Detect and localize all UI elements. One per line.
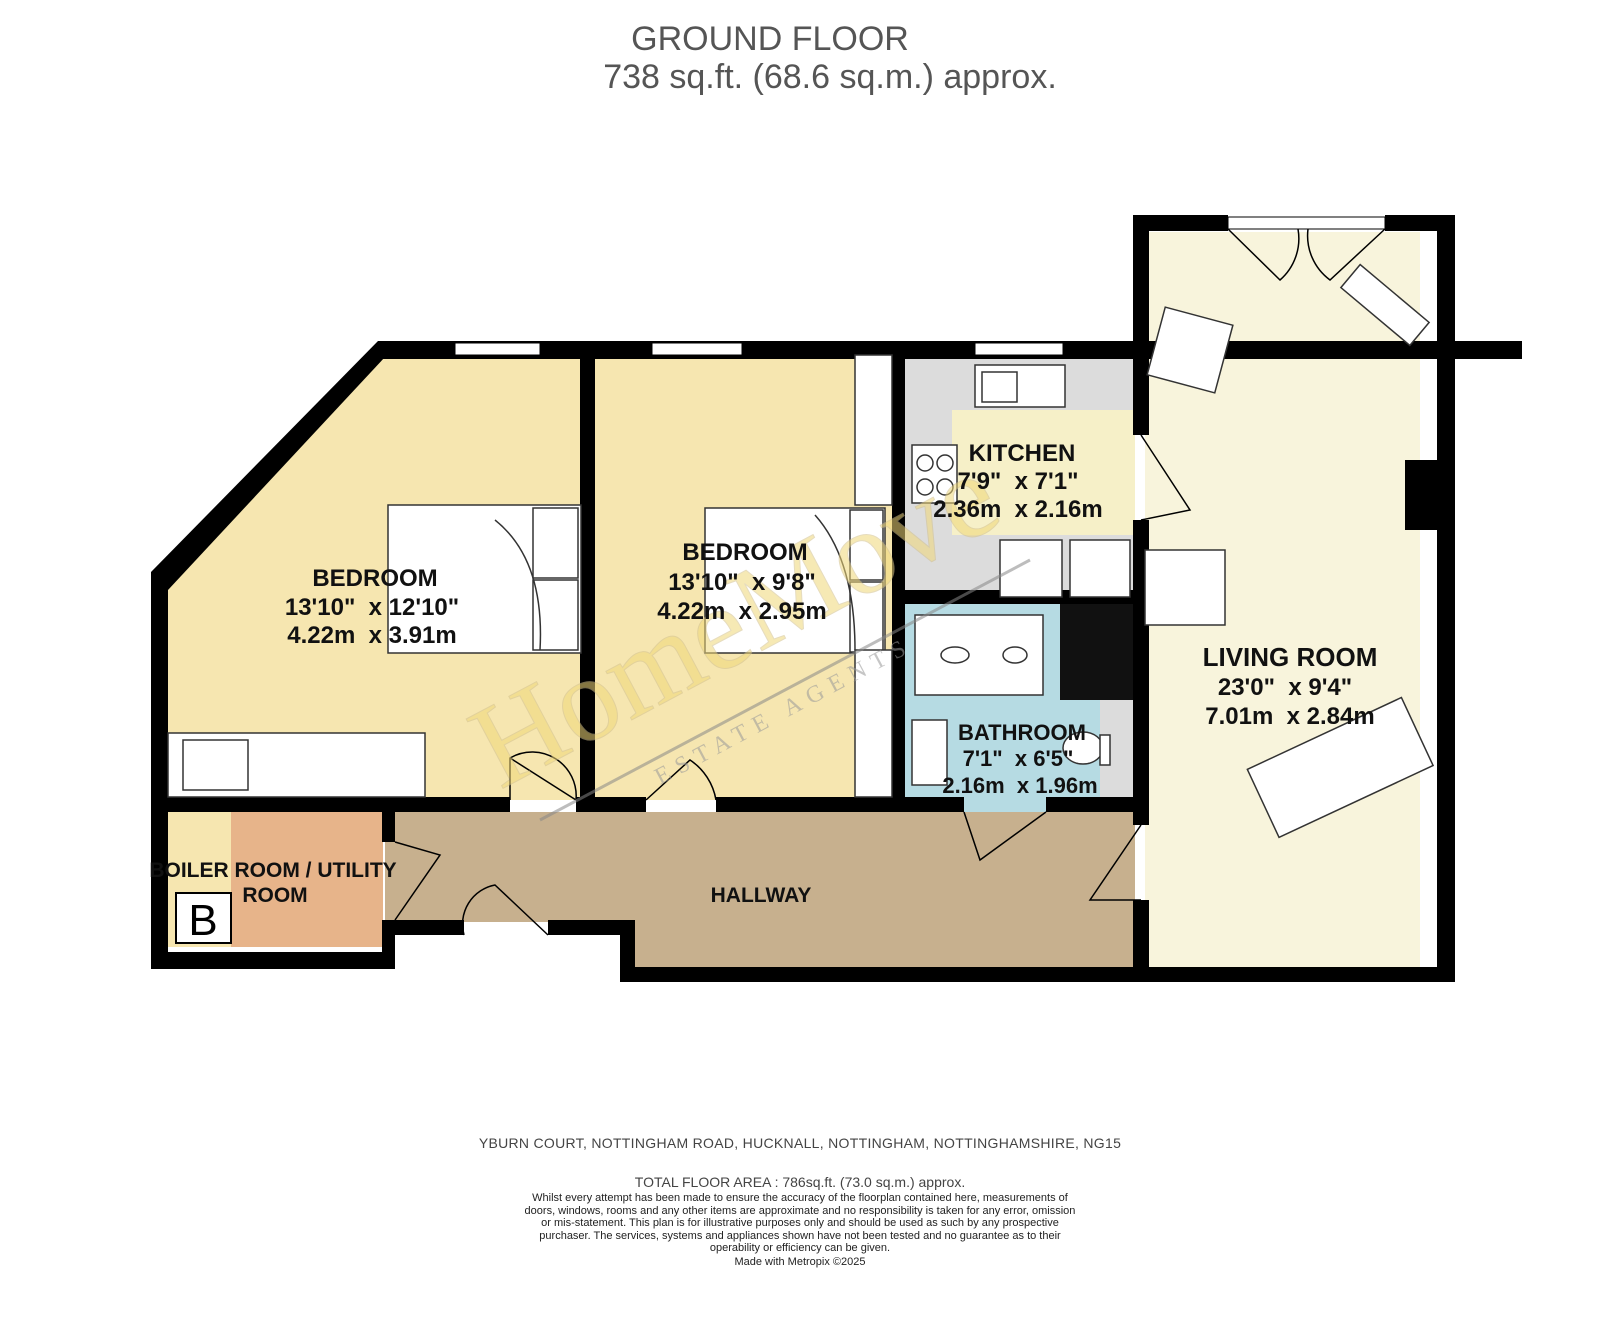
- floor-area: 738 sq.ft. (68.6 sq.m.) approx.: [603, 58, 1057, 96]
- door-bathroom: [963, 811, 1047, 862]
- bathroom-metric: 2.16m x 1.96m: [942, 773, 1097, 798]
- hallway-name: HALLWAY: [711, 884, 812, 907]
- bedroom2-imperial: 13'10" x 9'8": [668, 569, 816, 596]
- boiler-symbol-letter: B: [188, 896, 217, 945]
- bedroom1-imperial: 13'10" x 12'10": [285, 594, 459, 621]
- window-bedroom2: [651, 342, 743, 356]
- living-metric: 7.01m x 2.84m: [1205, 703, 1374, 730]
- made-with-credit: Made with Metropix ©2025: [734, 1256, 866, 1268]
- floor-title: GROUND FLOOR: [631, 20, 909, 58]
- door-bedroom2: [645, 759, 717, 801]
- furniture: [167, 263, 1435, 839]
- bedroom1-name: BEDROOM: [312, 565, 437, 592]
- kitchen-metric: 2.36m x 2.16m: [933, 496, 1102, 523]
- door-entrance: [461, 884, 549, 936]
- living-imperial: 23'0" x 9'4": [1218, 674, 1352, 701]
- window-kitchen: [974, 342, 1064, 356]
- wardrobe2-bottom: [854, 649, 893, 798]
- property-address: YBURN COURT, NOTTINGHAM ROAD, HUCKNALL, …: [478, 1135, 1122, 1151]
- bedroom1-metric: 4.22m x 3.91m: [287, 622, 456, 649]
- bedroom1-floor: [168, 352, 583, 800]
- total-floor-area: TOTAL FLOOR AREA : 786sq.ft. (73.0 sq.m.…: [634, 1174, 966, 1190]
- basin: [911, 719, 948, 786]
- shower-tray: [914, 614, 1044, 696]
- windows: [454, 216, 1386, 356]
- kitchen-imperial: 7'9" x 7'1": [958, 468, 1079, 495]
- sofa: [1246, 696, 1435, 839]
- walls: [151, 215, 1522, 982]
- door-living: [1088, 824, 1142, 901]
- armchair-mid: [1144, 549, 1226, 626]
- doors: [394, 228, 1386, 936]
- door-french-left: [1227, 228, 1300, 282]
- kitchen-name: KITCHEN: [969, 440, 1076, 467]
- door-bedroom1: [509, 751, 577, 801]
- bathroom-imperial: 7'1" x 6'5": [963, 746, 1074, 771]
- disclaimer: Whilst every attempt has been made to en…: [524, 1192, 1076, 1255]
- fridge: [1069, 539, 1131, 598]
- washer: [999, 539, 1063, 598]
- door-french-right: [1306, 228, 1386, 281]
- tv-unit: [1339, 263, 1431, 347]
- boiler-name-line1: BOILER ROOM / UTILITY: [149, 859, 396, 882]
- door-boiler: [394, 841, 442, 921]
- armchair-top: [1146, 306, 1234, 394]
- window-bedroom1: [454, 342, 541, 356]
- boiler-symbol: [175, 892, 232, 944]
- window-living-french: [1227, 216, 1386, 230]
- bathroom-name: BATHROOM: [958, 720, 1086, 745]
- boiler-name-line2: ROOM: [242, 884, 307, 907]
- door-kitchen: [1140, 434, 1192, 521]
- hallway-floor: [385, 812, 1135, 967]
- bedroom2-metric: 4.22m x 2.95m: [657, 598, 826, 625]
- wardrobe2-top: [854, 354, 893, 506]
- bathroom-shower-recess: [1060, 600, 1135, 700]
- bedroom2-name: BEDROOM: [682, 539, 807, 566]
- living-name: LIVING ROOM: [1203, 642, 1378, 672]
